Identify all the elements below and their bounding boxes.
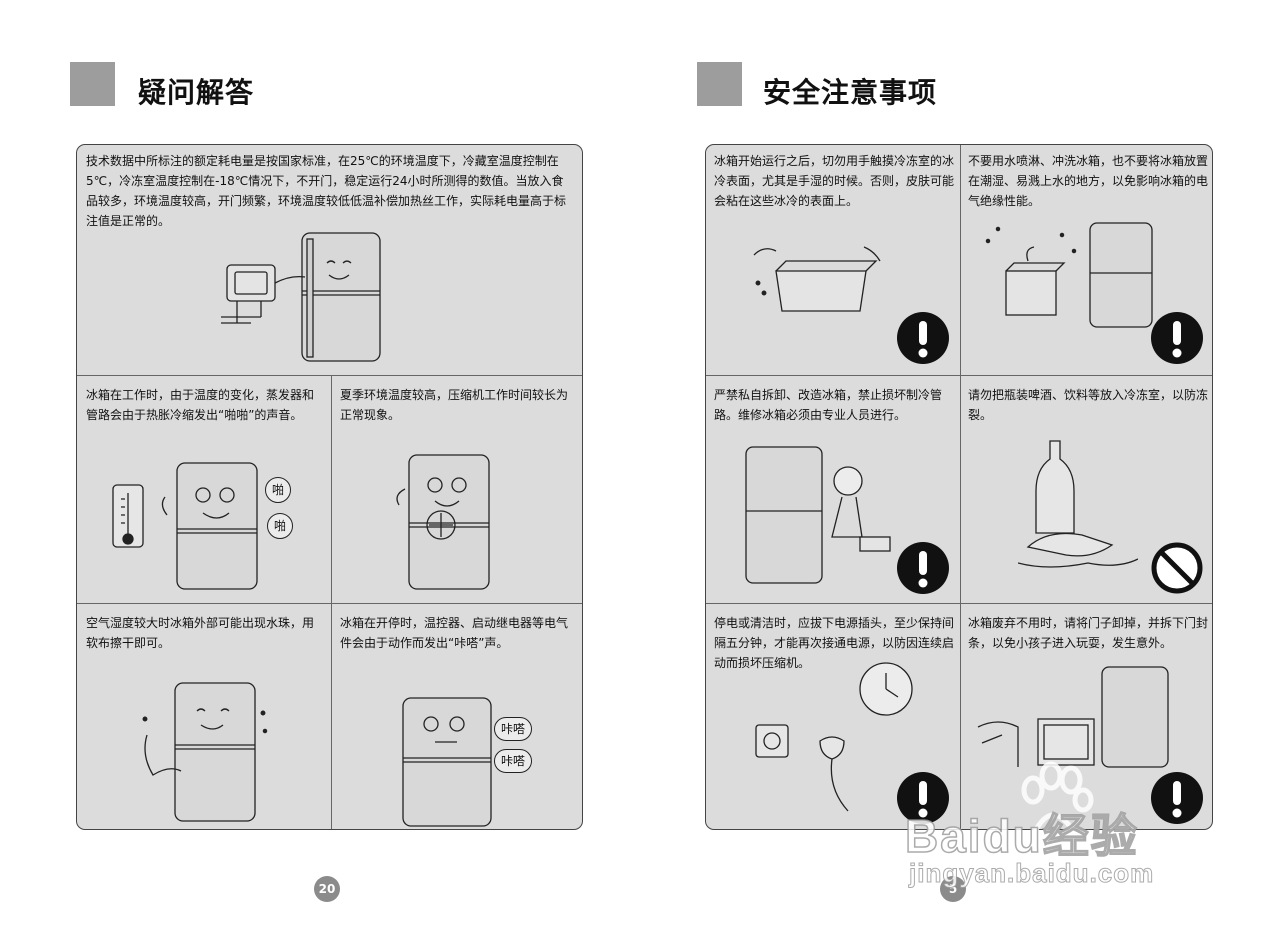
faq-text: 冰箱在开停时，温控器、启动继电器等电气件会由于动作而发出“咔嗒”声。 — [340, 616, 569, 650]
baidu-watermark: Baidu经验 jingyan.baidu.com — [904, 748, 1205, 898]
safety-text: 停电或清洁时，应拔下电源插头，至少保持间隔五分钟，才能再次接通电源，以防因连续启… — [714, 616, 955, 670]
divider — [77, 603, 582, 604]
fridge-click-illustration — [397, 690, 497, 829]
sound-bubble: 咔嗒 — [494, 717, 532, 741]
disassembly-illustration — [742, 441, 892, 591]
safety-text: 冰箱废弃不用时，请将门子卸掉，并拆下门封条，以免小孩子进入玩耍，发生意外。 — [968, 616, 1209, 650]
prohibited-icon — [1150, 541, 1204, 595]
left-header-square — [70, 62, 115, 106]
warning-icon — [896, 771, 950, 825]
faq-text: 冰箱在工作时，由于温度的变化，蒸发器和管路会由于热胀冷缩发出“啪啪”的声音。 — [86, 388, 315, 422]
freezer-hands-illustration — [746, 231, 896, 321]
divider — [706, 603, 1212, 604]
warning-icon — [1150, 311, 1204, 365]
fridge-thermometer-illustration — [107, 455, 307, 595]
left-page-title: 疑问解答 — [138, 76, 255, 109]
page-number-badge: 5 — [940, 876, 966, 902]
remove-door-illustration — [972, 665, 1172, 785]
fridge-compressor-illustration — [389, 445, 499, 595]
divider — [960, 145, 961, 829]
right-page-title: 安全注意事项 — [763, 76, 938, 109]
fridge-energy-label-illustration — [217, 225, 397, 365]
fridge-moisture-illustration — [137, 675, 277, 825]
safety-text: 严禁私自拆卸、改造冰箱，禁止损坏制冷管路。维修冰箱必须由专业人员进行。 — [714, 388, 943, 422]
watermark-brand: Baidu经验 — [904, 809, 1139, 863]
watermark-url: jingyan.baidu.com — [908, 858, 1155, 889]
faq-text: 夏季环境温度较高，压缩机工作时间较长为正常现象。 — [340, 388, 569, 422]
safety-text: 冰箱开始运行之后，切勿用手触摸冷冻室的冰冷表面，尤其是手湿的时候。否则，皮肤可能… — [714, 154, 955, 208]
faq-text: 空气湿度较大时冰箱外部可能出现水珠，用软布擦干即可。 — [86, 616, 315, 650]
page-number-badge: 20 — [314, 876, 340, 902]
left-faq-panel: 技术数据中所标注的额定耗电量是按国家标准，在25℃的环境温度下，冷藏室温度控制在… — [76, 144, 583, 830]
divider — [77, 375, 582, 376]
warning-icon — [1150, 771, 1204, 825]
water-spray-illustration — [978, 221, 1158, 331]
sound-bubble: 啪 — [267, 513, 293, 539]
right-safety-panel: 冰箱开始运行之后，切勿用手触摸冷冻室的冰冷表面，尤其是手湿的时候。否则，皮肤可能… — [705, 144, 1213, 830]
sound-bubble: 啪 — [265, 477, 291, 503]
baidu-paw-logo-icon — [1021, 761, 1094, 853]
sound-bubble: 咔嗒 — [494, 749, 532, 773]
warning-icon — [896, 541, 950, 595]
divider — [706, 375, 1212, 376]
safety-text: 请勿把瓶装啤酒、饮料等放入冷冻室，以防冻裂。 — [968, 388, 1209, 422]
right-header-square — [697, 62, 742, 106]
broken-bottle-illustration — [1018, 435, 1138, 575]
divider — [331, 375, 332, 829]
unplug-clock-illustration — [746, 657, 926, 817]
safety-text: 不要用水喷淋、冲洗冰箱，也不要将冰箱放置在潮湿、易溅上水的地方，以免影响冰箱的电… — [968, 154, 1209, 208]
warning-icon — [896, 311, 950, 365]
faq-text: 技术数据中所标注的额定耗电量是按国家标准，在25℃的环境温度下，冷藏室温度控制在… — [86, 154, 567, 228]
